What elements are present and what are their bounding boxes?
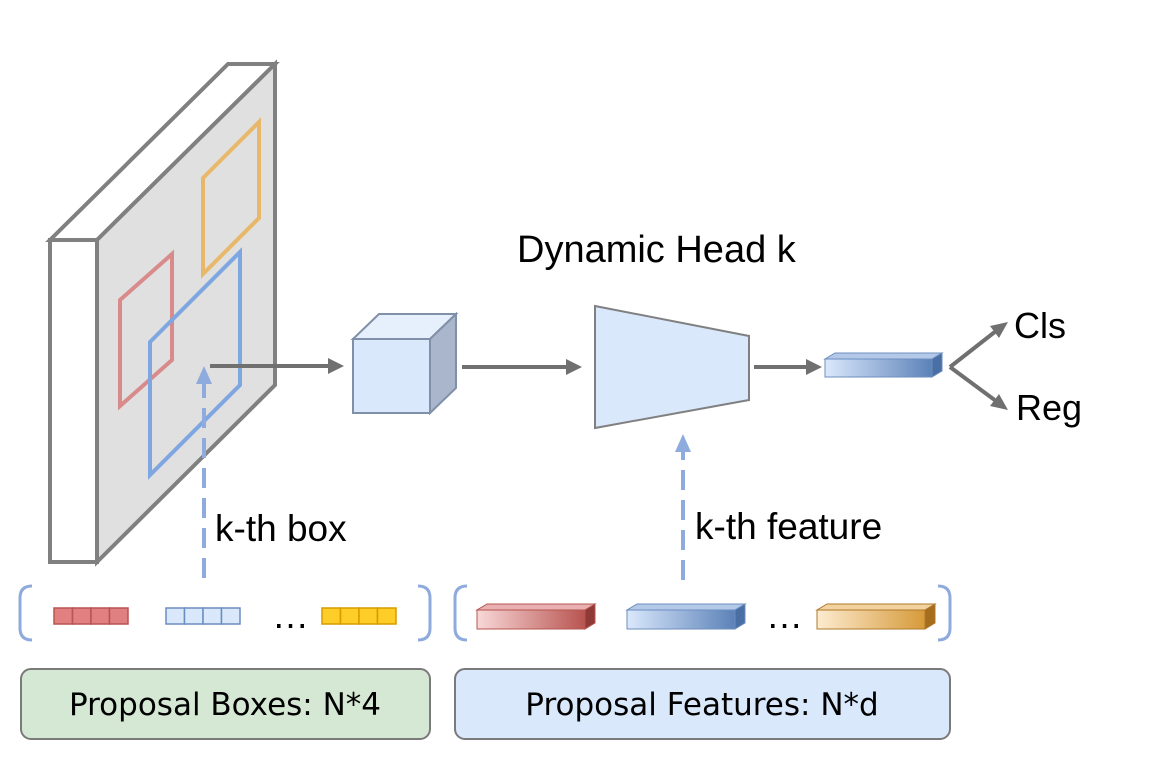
orange-feature-vector xyxy=(815,603,937,630)
feature-map xyxy=(45,59,280,567)
output-feature-vector xyxy=(823,352,944,378)
reg-arrow xyxy=(948,365,1008,410)
feature-map-face xyxy=(95,59,277,567)
cube-front xyxy=(352,338,431,414)
box-vector-cell xyxy=(220,607,241,625)
features-ellipsis: … xyxy=(766,595,803,636)
box-vector-cell xyxy=(53,607,74,625)
boxes-ellipsis: … xyxy=(272,595,309,636)
cls-arrow xyxy=(948,322,1008,369)
box-vector-cell xyxy=(339,607,360,625)
box-vector-cell xyxy=(358,607,379,625)
roi-arrow xyxy=(210,358,344,374)
blue-box-vector xyxy=(165,607,241,625)
feature-map-side xyxy=(48,238,99,564)
reg-label: Reg xyxy=(1016,387,1082,428)
kth-feature-label: k-th feature xyxy=(695,506,882,547)
blue-feature-vector xyxy=(625,603,747,630)
box-vector-cell xyxy=(165,607,186,625)
box-vector-cell xyxy=(71,607,92,625)
proposal-boxes-label: Proposal Boxes: N*4 xyxy=(69,687,381,723)
blue-proposal-box xyxy=(148,247,242,480)
orange-proposal-box xyxy=(201,117,261,279)
red-box-vector xyxy=(53,607,129,625)
dynamic-head-title: Dynamic Head k xyxy=(517,229,797,271)
proposal-box-vectors xyxy=(53,607,397,625)
cube-to-head-arrow xyxy=(462,359,582,375)
box-vector-cell xyxy=(183,607,204,625)
proposal-features-bracket xyxy=(453,584,952,642)
dynamic-head xyxy=(594,304,750,430)
orange-box-vector xyxy=(321,607,397,625)
kth-box-arrow xyxy=(196,366,212,578)
cls-label: Cls xyxy=(1014,305,1066,346)
box-vector-cell xyxy=(376,607,397,625)
box-vector-cell xyxy=(202,607,223,625)
box-vector-cell xyxy=(90,607,111,625)
head-to-output-arrow xyxy=(754,359,822,375)
roi-feature-cube xyxy=(350,311,459,416)
red-feature-vector xyxy=(475,603,597,630)
red-proposal-box xyxy=(118,249,174,411)
proposal-boxes-legend xyxy=(20,668,431,740)
proposal-features-label: Proposal Features: N*d xyxy=(525,687,878,723)
box-vector-cell xyxy=(108,607,129,625)
kth-feature-arrow xyxy=(675,434,691,580)
proposal-feature-vectors xyxy=(475,603,937,630)
box-vector-cell xyxy=(321,607,342,625)
kth-box-label: k-th box xyxy=(215,508,347,549)
proposal-boxes-bracket xyxy=(18,584,432,642)
proposal-features-legend xyxy=(454,668,951,740)
